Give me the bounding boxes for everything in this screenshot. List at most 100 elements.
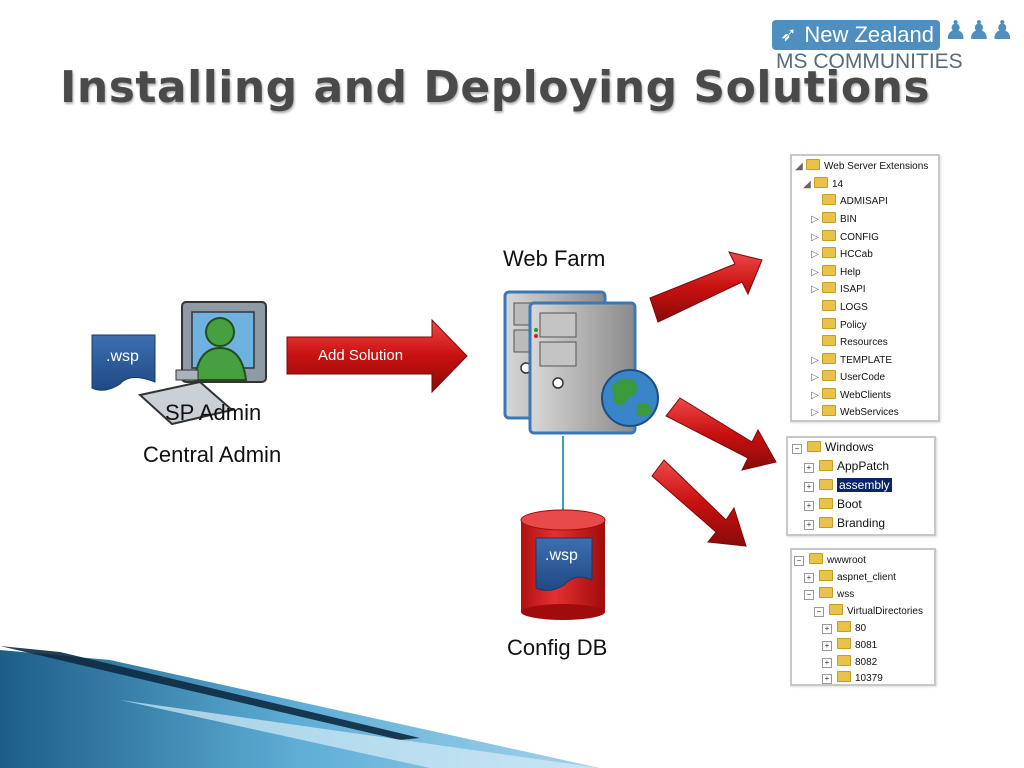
config-db-label: Config DB (507, 635, 608, 660)
tree-item-label[interactable]: VirtualDirectories (847, 606, 923, 617)
logo-new-zealand: ➶ New Zealand (772, 20, 940, 50)
folder-icon (819, 587, 833, 598)
feather-icon: ➶ (780, 24, 797, 46)
expand-icon[interactable]: ▷ (811, 214, 819, 225)
logo-ms-communities: MS COMMUNITIES (776, 50, 963, 73)
expand-icon[interactable]: + (822, 641, 832, 651)
folder-icon (829, 604, 843, 615)
add-solution-label: Add Solution (318, 347, 404, 364)
tree-item-label[interactable]: Web Server Extensions (824, 161, 929, 172)
deploy-arrow-1 (649, 251, 763, 323)
collapse-icon[interactable]: − (792, 444, 802, 454)
expand-icon[interactable]: ▷ (811, 284, 819, 295)
tree-item-label[interactable]: HCCab (840, 249, 873, 260)
tree-item-label[interactable]: ISAPI (840, 284, 866, 295)
tree-item-label[interactable]: Boot (837, 497, 862, 511)
tree-item-label[interactable]: wss (837, 589, 855, 600)
tree-item-label[interactable]: ADMISAPI (840, 196, 888, 207)
folder-icon (822, 353, 836, 364)
tree-item-label[interactable]: TEMPLATE (840, 355, 893, 366)
tree-windows: − Windows + AppPatch + assembly + Boot + Bran… (786, 436, 936, 536)
sp-admin-label: SP Admin (165, 400, 262, 425)
collapse-icon[interactable]: − (804, 590, 814, 600)
expand-icon[interactable]: + (804, 463, 814, 473)
deploy-arrow-3 (651, 459, 747, 547)
folder-icon (809, 553, 823, 564)
folder-icon (807, 441, 821, 452)
tree-item-label[interactable]: Branding (837, 516, 886, 530)
folder-icon (837, 621, 851, 632)
tree-item-label[interactable]: LOGS (840, 302, 868, 313)
config-db-icon (520, 509, 606, 620)
expand-icon[interactable]: + (822, 658, 832, 668)
folder-icon (822, 318, 836, 329)
folder-icon (822, 265, 836, 276)
expand-icon[interactable]: ▷ (811, 390, 819, 401)
expand-icon[interactable]: ▷ (811, 249, 819, 260)
decorative-band (0, 646, 600, 768)
folder-icon (806, 159, 820, 170)
folder-icon (822, 194, 836, 205)
expand-icon[interactable]: ▷ (811, 407, 819, 418)
expand-icon[interactable]: ▷ (811, 267, 819, 278)
expand-icon[interactable]: ▷ (811, 372, 819, 383)
collapse-icon[interactable]: − (814, 607, 824, 617)
tree-item-label[interactable]: AppPatch (837, 459, 890, 473)
central-admin-label: Central Admin (143, 442, 282, 467)
tree-item-label[interactable]: 80 (855, 623, 867, 634)
add-solution-arrow (286, 318, 468, 394)
folder-icon (822, 335, 836, 346)
tree-item-label[interactable]: 8081 (855, 640, 878, 651)
folder-icon (837, 671, 851, 682)
expand-icon[interactable]: ▷ (811, 355, 819, 366)
folder-icon (822, 370, 836, 381)
folder-icon (822, 300, 836, 311)
tree-item-label[interactable]: 14 (832, 179, 844, 190)
expand-icon[interactable]: ▷ (811, 232, 819, 243)
tree-item-label-selected[interactable]: assembly (837, 478, 892, 492)
folder-icon (819, 460, 833, 471)
tree-item-label[interactable]: BIN (840, 214, 857, 225)
tree-item-label[interactable]: wwwroot (827, 555, 866, 566)
expand-icon[interactable]: + (804, 520, 814, 530)
tree-item-label[interactable]: Policy (840, 320, 867, 331)
expand-icon[interactable]: ◢ (803, 179, 811, 190)
tree-item-label[interactable]: 10379 (855, 673, 883, 684)
folder-icon (819, 479, 833, 490)
folder-icon (819, 517, 833, 528)
folder-icon (837, 655, 851, 666)
tree-web-server-extensions: ◢ Web Server Extensions ◢ 14 ADMISAPI ▷ BIN… (790, 154, 940, 422)
web-farm-label: Web Farm (503, 246, 606, 271)
expand-icon[interactable]: ◢ (795, 161, 803, 172)
tree-item-label[interactable]: aspnet_client (837, 572, 896, 583)
expand-icon[interactable]: + (822, 674, 832, 684)
tree-item-label[interactable]: Help (840, 267, 861, 278)
tree-item-label[interactable]: WebClients (840, 390, 891, 401)
expand-icon[interactable]: + (804, 501, 814, 511)
db-wsp-label: .wsp (545, 547, 578, 564)
tree-item-label[interactable]: CONFIG (840, 232, 879, 243)
folder-icon (822, 405, 836, 416)
admin-computer-icon (137, 301, 267, 426)
tree-item-label[interactable]: Windows (825, 440, 874, 454)
collapse-icon[interactable]: − (794, 556, 804, 566)
deploy-arrow-2 (665, 397, 777, 471)
tree-item-label[interactable]: UserCode (840, 372, 886, 383)
tree-item-label[interactable]: WebServices (840, 407, 899, 418)
wsp-doc-label: .wsp (106, 348, 139, 365)
folder-icon (819, 570, 833, 581)
folder-icon (822, 247, 836, 258)
expand-icon[interactable]: + (822, 624, 832, 634)
folder-icon (819, 498, 833, 509)
folder-icon (814, 177, 828, 188)
folder-icon (822, 230, 836, 241)
wsp-document-icon (91, 334, 156, 391)
expand-icon[interactable]: + (804, 573, 814, 583)
tree-item-label[interactable]: Resources (840, 337, 888, 348)
web-farm-servers-icon (503, 290, 659, 435)
folder-icon (822, 282, 836, 293)
expand-icon[interactable]: + (804, 482, 814, 492)
tree-item-label[interactable]: 8082 (855, 657, 878, 668)
folder-icon (822, 212, 836, 223)
